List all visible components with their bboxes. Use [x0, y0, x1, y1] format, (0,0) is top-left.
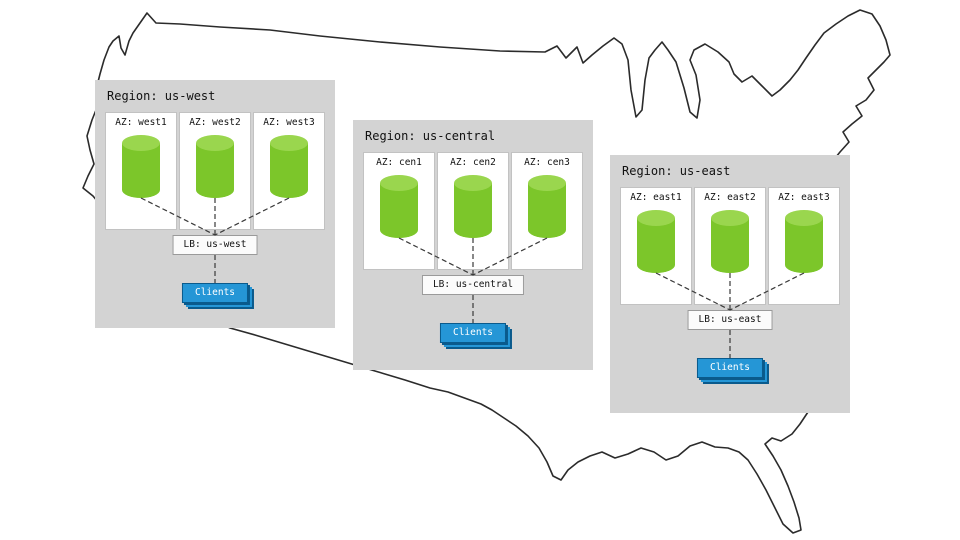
az-box-cen2: AZ: cen2	[437, 152, 509, 270]
region-us-west: Region: us-west AZ: west1 AZ: west2 AZ: …	[95, 80, 335, 328]
database-cylinder-icon	[270, 135, 308, 198]
az-label: AZ: cen1	[376, 157, 422, 168]
load-balancer-box: LB: us-east	[687, 310, 773, 330]
region-title: Region: us-east	[622, 164, 731, 178]
clients-box: Clients	[439, 323, 507, 343]
database-cylinder-icon	[785, 210, 823, 273]
region-us-east: Region: us-east AZ: east1 AZ: east2 AZ: …	[610, 155, 850, 413]
region-us-central: Region: us-central AZ: cen1 AZ: cen2 AZ:…	[353, 120, 593, 370]
az-row: AZ: west1 AZ: west2 AZ: west3	[105, 112, 325, 230]
az-label: AZ: cen3	[524, 157, 570, 168]
region-title: Region: us-west	[107, 89, 216, 103]
az-box-west3: AZ: west3	[253, 112, 325, 230]
load-balancer-box: LB: us-central	[421, 275, 525, 295]
az-box-cen3: AZ: cen3	[511, 152, 583, 270]
az-row: AZ: east1 AZ: east2 AZ: east3	[620, 187, 840, 305]
az-row: AZ: cen1 AZ: cen2 AZ: cen3	[363, 152, 583, 270]
database-cylinder-icon	[196, 135, 234, 198]
database-cylinder-icon	[637, 210, 675, 273]
az-box-cen1: AZ: cen1	[363, 152, 435, 270]
az-label: AZ: west3	[263, 117, 315, 128]
az-label: AZ: west2	[189, 117, 241, 128]
database-cylinder-icon	[122, 135, 160, 198]
az-label: AZ: cen2	[450, 157, 496, 168]
az-label: AZ: east2	[704, 192, 756, 203]
region-title: Region: us-central	[365, 129, 496, 143]
clients-box: Clients	[181, 283, 249, 303]
az-label: AZ: west1	[115, 117, 167, 128]
database-cylinder-icon	[380, 175, 418, 238]
az-label: AZ: east3	[778, 192, 830, 203]
az-box-east3: AZ: east3	[768, 187, 840, 305]
load-balancer-box: LB: us-west	[172, 235, 258, 255]
az-box-east2: AZ: east2	[694, 187, 766, 305]
az-label: AZ: east1	[630, 192, 682, 203]
az-box-east1: AZ: east1	[620, 187, 692, 305]
database-cylinder-icon	[711, 210, 749, 273]
database-cylinder-icon	[528, 175, 566, 238]
database-cylinder-icon	[454, 175, 492, 238]
az-box-west1: AZ: west1	[105, 112, 177, 230]
clients-box: Clients	[696, 358, 764, 378]
az-box-west2: AZ: west2	[179, 112, 251, 230]
